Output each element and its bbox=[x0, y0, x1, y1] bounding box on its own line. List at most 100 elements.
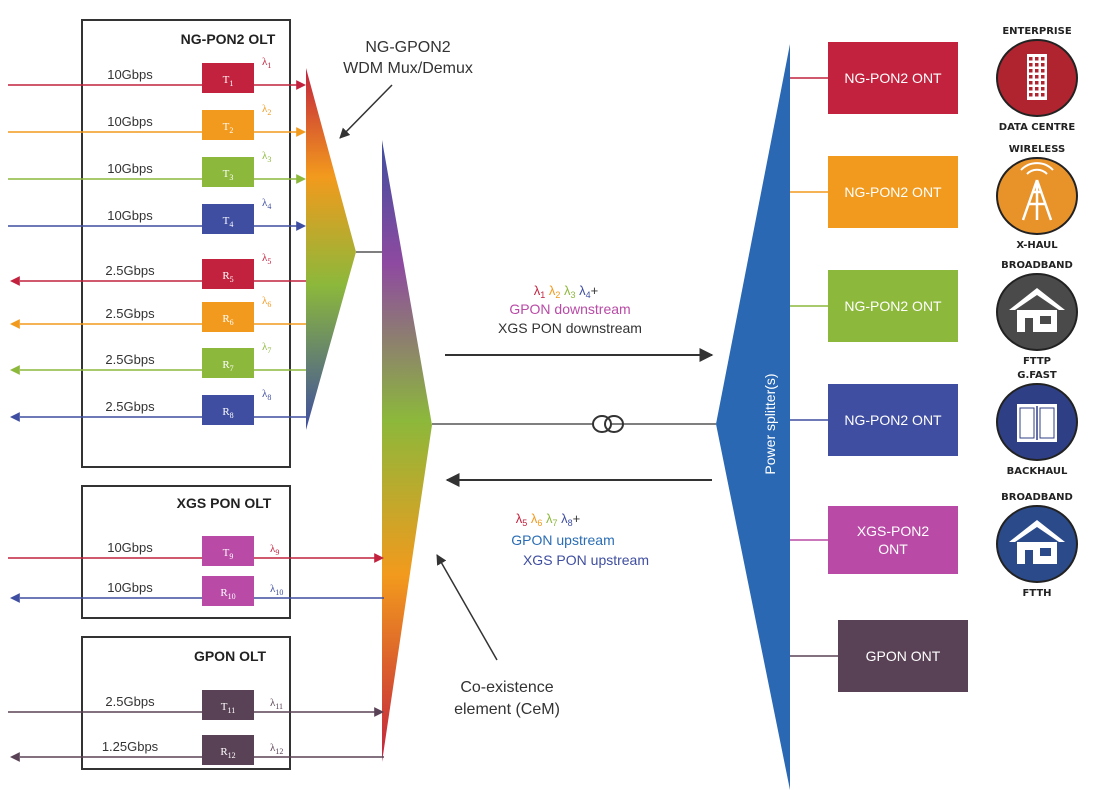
olt-channel-row: 10Gbps T2 λ2 bbox=[8, 103, 306, 140]
transceiver-label: R12 bbox=[220, 746, 235, 760]
mux-label-line2: WDM Mux/Demux bbox=[343, 60, 473, 77]
house-icon bbox=[1009, 288, 1065, 332]
upstream-gpon-label: GPON upstream bbox=[511, 532, 614, 548]
wavelength-label: λ4 bbox=[262, 197, 271, 211]
house-icon bbox=[1009, 520, 1065, 564]
badge-bottom-label: BACKHAUL bbox=[1007, 466, 1068, 477]
ont-device: NG-PON2 ONT bbox=[790, 42, 958, 114]
power-splitter bbox=[716, 44, 790, 790]
transceiver-box bbox=[202, 348, 254, 378]
power-splitter-label: Power splitter(s) bbox=[762, 373, 778, 474]
signal-arrowhead bbox=[10, 319, 20, 329]
ont-label: NG-PON2 ONT bbox=[844, 70, 942, 86]
wavelength-label: λ5 bbox=[262, 252, 271, 266]
cabinet-icon bbox=[1017, 404, 1057, 442]
coexistence-element bbox=[382, 140, 432, 762]
ont-device: NG-PON2 ONT bbox=[790, 270, 958, 342]
wavelength-label: λ10 bbox=[270, 583, 283, 597]
badge-top-label: BROADBAND bbox=[1001, 260, 1073, 271]
transceiver-label: R6 bbox=[222, 313, 233, 327]
signal-arrowhead bbox=[10, 593, 20, 603]
ont-label: GPON ONT bbox=[866, 648, 941, 664]
ont-label: NG-PON2 ONT bbox=[844, 184, 942, 200]
transceiver-label: T9 bbox=[223, 547, 234, 561]
ont-box bbox=[828, 384, 958, 456]
downstream-gpon-label: GPON downstream bbox=[509, 301, 630, 317]
transceiver-label: R10 bbox=[220, 587, 235, 601]
ont-device: NG-PON2 ONT bbox=[790, 384, 958, 456]
ont-box bbox=[828, 506, 958, 574]
fiber-spool-icon bbox=[592, 415, 624, 433]
wavelength-label: λ7 bbox=[262, 341, 271, 355]
rate-label: 10Gbps bbox=[107, 208, 153, 223]
transceiver-box bbox=[202, 735, 254, 765]
transceiver-label: T3 bbox=[223, 168, 234, 182]
wavelength-label: λ8 bbox=[262, 388, 271, 402]
cem-label-line2: element (CeM) bbox=[454, 701, 560, 718]
rate-label: 2.5Gbps bbox=[105, 399, 155, 414]
ont-box bbox=[828, 156, 958, 228]
ont-label: NG-PON2 ONT bbox=[844, 298, 942, 314]
ont-list: NG-PON2 ONT NG-PON2 ONT NG-PON2 ONT NG-PON2… bbox=[790, 42, 968, 692]
transceiver-label: T11 bbox=[221, 701, 235, 715]
signal-arrowhead bbox=[374, 553, 384, 563]
rate-label: 2.5Gbps bbox=[105, 263, 155, 278]
xgs-olt-title: XGS PON OLT bbox=[177, 495, 272, 511]
rate-label: 10Gbps bbox=[107, 580, 153, 595]
rate-label: 2.5Gbps bbox=[105, 352, 155, 367]
rate-label: 1.25Gbps bbox=[102, 739, 159, 754]
service-badge: ENTERPRISE DATA CENTRE bbox=[996, 26, 1078, 133]
rate-label: 10Gbps bbox=[107, 540, 153, 555]
ont-box bbox=[828, 270, 958, 342]
transceiver-box bbox=[202, 157, 254, 187]
signal-arrowhead bbox=[10, 365, 20, 375]
rate-label: 10Gbps bbox=[107, 114, 153, 129]
upstream-lambdas: λ5 λ6 λ7 λ8+ bbox=[516, 511, 581, 529]
wavelength-label: λ11 bbox=[270, 697, 283, 711]
signal-arrowhead bbox=[374, 707, 384, 717]
transceiver-box bbox=[202, 536, 254, 566]
wavelength-label: λ12 bbox=[270, 742, 283, 756]
rate-label: 10Gbps bbox=[107, 67, 153, 82]
badge-bottom-label: FTTH bbox=[1022, 588, 1051, 599]
ont-label: XGS-PON2 bbox=[857, 523, 930, 539]
ngpon2-olt-frame bbox=[81, 19, 291, 468]
mux-callout-arrow bbox=[339, 84, 393, 139]
signal-arrowhead bbox=[296, 80, 306, 90]
transceiver-label: T2 bbox=[223, 121, 234, 135]
transceiver-box bbox=[202, 302, 254, 332]
signal-arrowhead bbox=[10, 412, 20, 422]
transceiver-box bbox=[202, 690, 254, 720]
downstream-xgs-label: XGS PON downstream bbox=[498, 320, 642, 336]
badge-top-label: WIRELESS bbox=[1009, 144, 1065, 155]
antenna-tower-icon bbox=[1020, 162, 1054, 221]
olt-channel-row: 10Gbps R10 λ10 bbox=[10, 576, 384, 606]
ont-box bbox=[838, 620, 968, 692]
transceiver-box bbox=[202, 204, 254, 234]
wdm-mux-demux bbox=[306, 68, 356, 430]
wavelength-label: λ2 bbox=[262, 103, 271, 117]
mux-label-line1: NG-GPON2 bbox=[365, 39, 450, 56]
transceiver-box bbox=[202, 395, 254, 425]
building-icon bbox=[1027, 54, 1047, 100]
olt-channel-row: 1.25Gbps R12 λ12 bbox=[10, 735, 384, 765]
badge-top-label: ENTERPRISE bbox=[1002, 26, 1072, 37]
signal-arrowhead bbox=[296, 174, 306, 184]
signal-arrowhead bbox=[10, 276, 20, 286]
wavelength-label: λ6 bbox=[262, 295, 271, 309]
gpon-olt-frame bbox=[81, 636, 291, 770]
ont-device: GPON ONT bbox=[790, 620, 968, 692]
upstream-xgs-label: XGS PON upstream bbox=[523, 552, 649, 568]
ont-box bbox=[828, 42, 958, 114]
rate-label: 10Gbps bbox=[107, 161, 153, 176]
badge-bottom-label: DATA CENTRE bbox=[999, 122, 1076, 133]
